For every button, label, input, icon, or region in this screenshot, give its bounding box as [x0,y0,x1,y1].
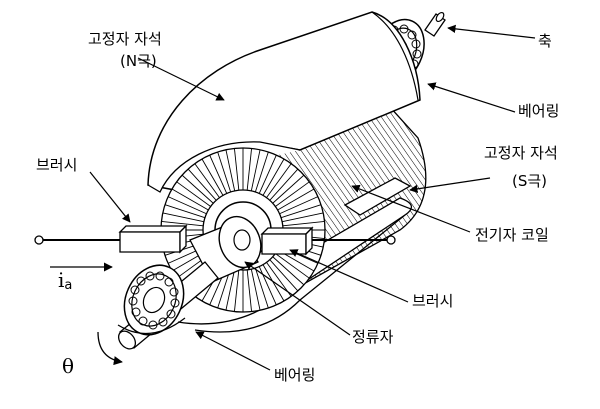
rotation-arrow [97,331,123,366]
brush-assembly [34,224,396,256]
label-bearing-top: 베어링 [518,102,559,120]
commutator-segment [167,196,207,215]
commutator-segment [225,269,236,311]
label-magnet-n: 고정자 자석 [88,30,162,48]
commutator-segment [246,148,253,191]
commutator-segment [254,267,269,309]
label-magnet-n-pole: (N극) [120,52,157,70]
commutator-segment [258,154,277,194]
commutator-segment [254,151,269,193]
commutator-segment [233,269,240,312]
commutator-segment [176,181,211,207]
label-bearing-bottom: 베어링 [274,366,315,384]
label-shaft: 축 [538,32,552,50]
commutator-segment [258,266,277,306]
commutator-segment [275,181,310,207]
rear-shaft [424,11,446,37]
commutator-segment [272,174,305,204]
commutator-segment [279,196,319,215]
label-current: ia [58,268,72,293]
commutator-segment [225,149,236,191]
commutator-segment [161,220,204,227]
front-bearing [117,264,186,336]
commutator-segment [164,204,206,219]
commutator-segment [250,149,261,191]
commutator-segment [250,269,261,311]
commutator-segment [233,148,240,191]
commutator-segment [181,174,214,204]
left-terminal [34,235,44,245]
commutator-segment [269,259,299,292]
label-magnet-s-pole: (S극) [512,172,547,190]
commutator-segment [262,264,285,302]
commutator-segment [282,220,325,227]
commutator-segment [282,212,324,223]
right-terminal [386,235,396,245]
label-commutator: 정류자 [352,328,394,346]
commutator-segment [277,188,315,211]
commutator-segment [262,158,285,196]
commutator-segment [280,204,322,219]
label-brush-left: 브러시 [36,156,77,174]
commutator-segment [246,269,253,312]
commutator-segment [266,163,292,198]
commutator-segment [209,154,228,194]
commutator-segment [272,256,305,286]
commutator-segment [275,253,310,279]
label-magnet-s: 고정자 자석 [484,144,558,162]
leader-arrows [89,24,536,371]
commutator-segment [217,151,232,193]
commutator-segment [171,188,209,211]
label-brush-right: 브러시 [412,292,453,310]
commutator-segment [194,163,220,198]
commutator-segment [201,158,224,196]
commutator-segment [162,212,204,223]
commutator-segment [269,168,299,201]
label-theta: θ [62,354,74,378]
label-armature-coil: 전기자 코일 [475,226,549,244]
commutator-segment [187,168,217,201]
